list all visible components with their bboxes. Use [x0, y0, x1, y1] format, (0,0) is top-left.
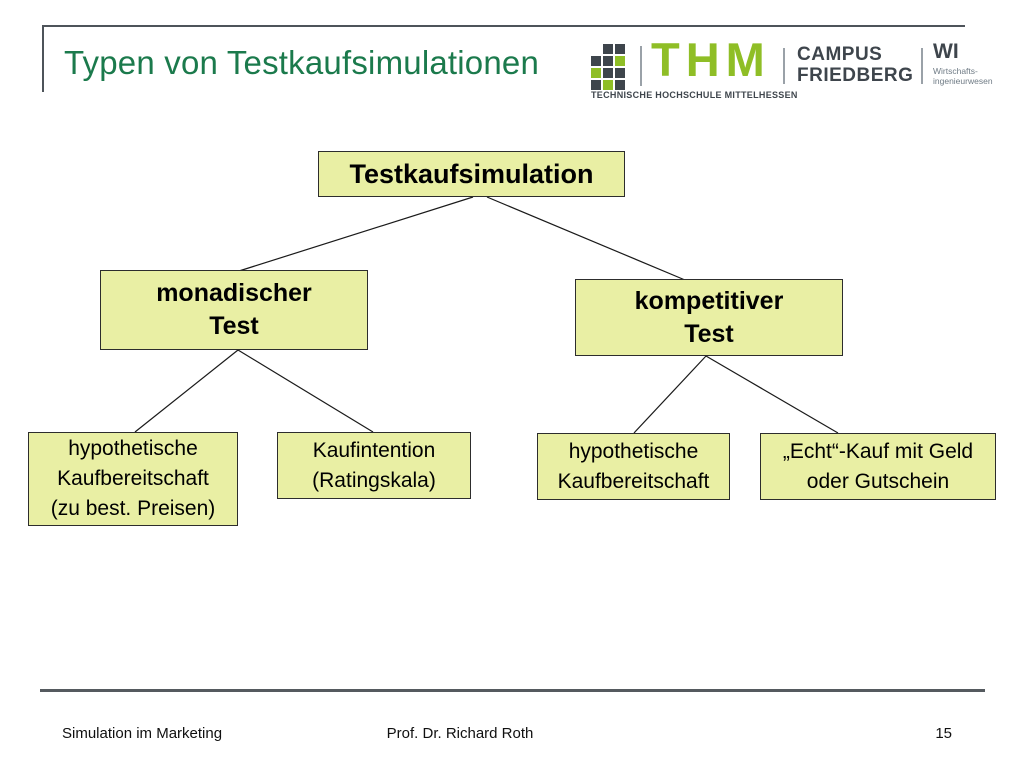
- header-top-rule: [42, 25, 965, 27]
- footer-course-label: Simulation im Marketing: [62, 725, 223, 742]
- logo-pixel: [603, 56, 613, 66]
- logo-pixel: [591, 44, 601, 54]
- tree-node-kaufintention: Kaufintention (Ratingskala): [277, 432, 471, 499]
- tree-node-kompetitiver-test: kompetitiver Test: [575, 279, 843, 356]
- tree-node-echt-kauf: „Echt“-Kauf mit Geld oder Gutschein: [760, 433, 996, 500]
- logo-pixel: [615, 44, 625, 54]
- logo-department: WI Wirtschafts- ingenieurwesen: [933, 40, 993, 86]
- logo-divider: [783, 48, 785, 84]
- footer-page-number: 15: [935, 725, 952, 742]
- logo-pixel: [591, 68, 601, 78]
- logo-pixel: [591, 56, 601, 66]
- logo-department-name: Wirtschafts- ingenieurwesen: [933, 66, 993, 86]
- logo-pixel: [615, 80, 625, 90]
- tree-node-monadischer-test: monadischer Test: [100, 270, 368, 350]
- logo-pixel: [603, 80, 613, 90]
- logo-divider: [921, 48, 923, 84]
- tree-node-hypothetische-kaufbereitschaft-preise: hypothetische Kaufbereitschaft (zu best.…: [28, 432, 238, 526]
- logo-pixel: [603, 68, 613, 78]
- page-title: Typen von Testkaufsimulationen: [64, 44, 540, 81]
- logo-pixel: [603, 44, 613, 54]
- header-left-rule: [42, 25, 44, 92]
- logo-divider: [640, 46, 642, 86]
- logo-pixel: [615, 68, 625, 78]
- footer-rule: [40, 689, 985, 692]
- footer-author-label: Prof. Dr. Richard Roth: [386, 725, 534, 742]
- logo-wordmark: THM: [651, 33, 771, 86]
- tree-node-hypothetische-kaufbereitschaft: hypothetische Kaufbereitschaft: [537, 433, 730, 500]
- tree-node-root: Testkaufsimulation: [318, 151, 625, 197]
- logo-pixel: [615, 56, 625, 66]
- logo-campus-label: CAMPUS FRIEDBERG: [797, 44, 914, 86]
- logo-subtitle: TECHNISCHE HOCHSCHULE MITTELHESSEN: [591, 90, 798, 100]
- logo-department-abbr: WI: [933, 40, 959, 63]
- logo-pixel: [591, 80, 601, 90]
- thm-logo-grid-icon: [591, 44, 625, 90]
